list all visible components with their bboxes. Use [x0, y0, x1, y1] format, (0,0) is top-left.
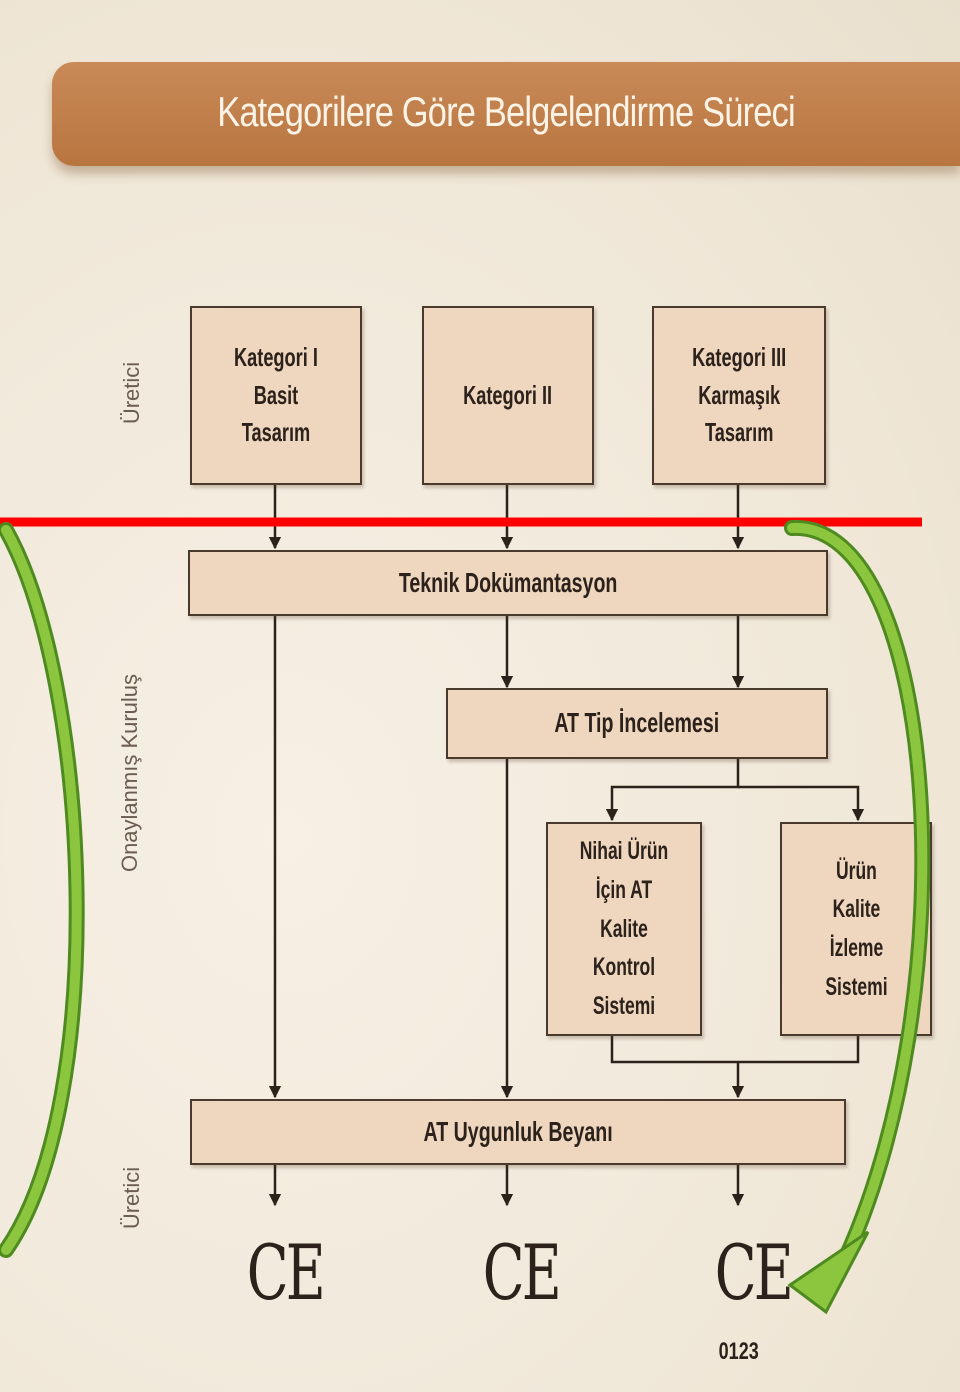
declaration-of-conformity-box: AT Uygunluk Beyanı	[190, 1099, 846, 1165]
ce-mark-3: CE	[714, 1228, 794, 1317]
final-product-qc-label: Nihai Ürün İçin AT Kalite Kontrol Sistem…	[579, 837, 669, 1021]
category-1-box: Kategori I Basit Tasarım	[190, 306, 362, 485]
ce-mark-2: CE	[482, 1228, 562, 1317]
branch-type-exam-right	[738, 785, 865, 822]
merge-quality-systems	[610, 1033, 860, 1064]
ce-mark-1: CE	[246, 1228, 326, 1317]
branch-type-exam	[605, 757, 740, 822]
ec-type-examination-label: AT Tip İncelemesi	[554, 707, 720, 739]
ec-type-examination-box: AT Tip İncelemesi	[446, 688, 828, 759]
diagram-title: Kategorilere Göre Belgelendirme Süreci	[217, 88, 795, 135]
category-1-label: Kategori I Basit Tasarım	[234, 341, 318, 448]
product-quality-monitoring-label: Ürün Kalite İzleme Sistemi	[824, 856, 888, 1001]
category-2-box: Kategori II	[422, 306, 594, 485]
category-2-label: Kategori II	[463, 379, 553, 410]
title-banner: Kategorilere Göre Belgelendirme Süreci	[52, 62, 960, 166]
technical-documentation-label: Teknik Dokümantasyon	[398, 566, 618, 598]
green-arrow-right	[784, 519, 931, 1278]
green-arrowhead	[787, 1230, 870, 1315]
final-product-qc-box: Nihai Ürün İçin AT Kalite Kontrol Sistem…	[546, 822, 702, 1036]
category-3-box: Kategori III Karmaşık Tasarım	[652, 306, 826, 485]
technical-documentation-box: Teknik Dokümantasyon	[188, 550, 828, 616]
category-3-label: Kategori III Karmaşık Tasarım	[691, 341, 787, 448]
declaration-of-conformity-label: AT Uygunluk Beyanı	[423, 1115, 613, 1147]
notified-body-number: 0123	[718, 1338, 759, 1365]
